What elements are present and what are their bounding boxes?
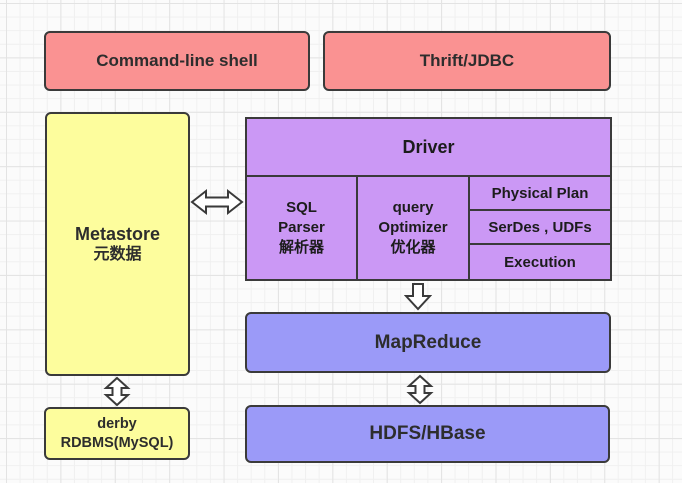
sql-parser-line1: SQL <box>286 198 317 216</box>
physical-plan-label: Physical Plan <box>491 184 589 202</box>
node-thrift-jdbc: Thrift/JDBC <box>323 31 611 91</box>
sql-parser-line2: Parser <box>278 218 325 236</box>
node-derby-sublabel: RDBMS(MySQL) <box>60 434 174 451</box>
node-command-line-shell: Command-line shell <box>44 31 310 91</box>
node-command-line-shell-label: Command-line shell <box>96 51 258 71</box>
node-driver-label: Driver <box>402 136 455 157</box>
node-hdfs-hbase-label: HDFS/HBase <box>369 423 486 445</box>
node-sql-parser: SQL Parser 解析器 <box>247 177 358 279</box>
driver-right-column: Physical Plan SerDes , UDFs Execution <box>470 177 610 279</box>
node-metastore-label: Metastore <box>74 223 161 244</box>
node-derby-label: derby <box>97 416 137 433</box>
query-optimizer-line3: 优化器 <box>390 239 436 257</box>
query-optimizer-line2: Optimizer <box>378 218 448 236</box>
sql-parser-line3: 解析器 <box>278 239 324 257</box>
metastore-driver-arrow-icon <box>190 188 244 216</box>
serdes-udfs-label: SerDes , UDFs <box>488 218 592 236</box>
mapreduce-hdfs-arrow-icon <box>406 374 434 405</box>
node-hdfs-hbase: HDFS/HBase <box>245 405 610 463</box>
query-optimizer-line1: query <box>392 198 434 216</box>
driver-mapreduce-arrow-icon <box>404 283 432 311</box>
node-physical-plan: Physical Plan <box>470 177 610 211</box>
node-driver-header: Driver <box>247 119 610 177</box>
node-derby-rdbms: derby RDBMS(MySQL) <box>44 407 190 460</box>
node-mapreduce: MapReduce <box>245 312 611 373</box>
node-metastore-sublabel: 元数据 <box>93 246 142 264</box>
node-serdes-udfs: SerDes , UDFs <box>470 211 610 245</box>
metastore-derby-arrow-icon <box>103 376 131 407</box>
node-driver: Driver SQL Parser 解析器 query Optimizer 优化… <box>245 117 612 281</box>
node-metastore: Metastore 元数据 <box>45 112 190 376</box>
node-thrift-jdbc-label: Thrift/JDBC <box>419 51 515 71</box>
node-mapreduce-label: MapReduce <box>374 331 482 353</box>
node-query-optimizer: query Optimizer 优化器 <box>358 177 470 279</box>
driver-body: SQL Parser 解析器 query Optimizer 优化器 Physi… <box>247 177 610 279</box>
node-execution: Execution <box>470 245 610 279</box>
execution-label: Execution <box>504 253 576 271</box>
